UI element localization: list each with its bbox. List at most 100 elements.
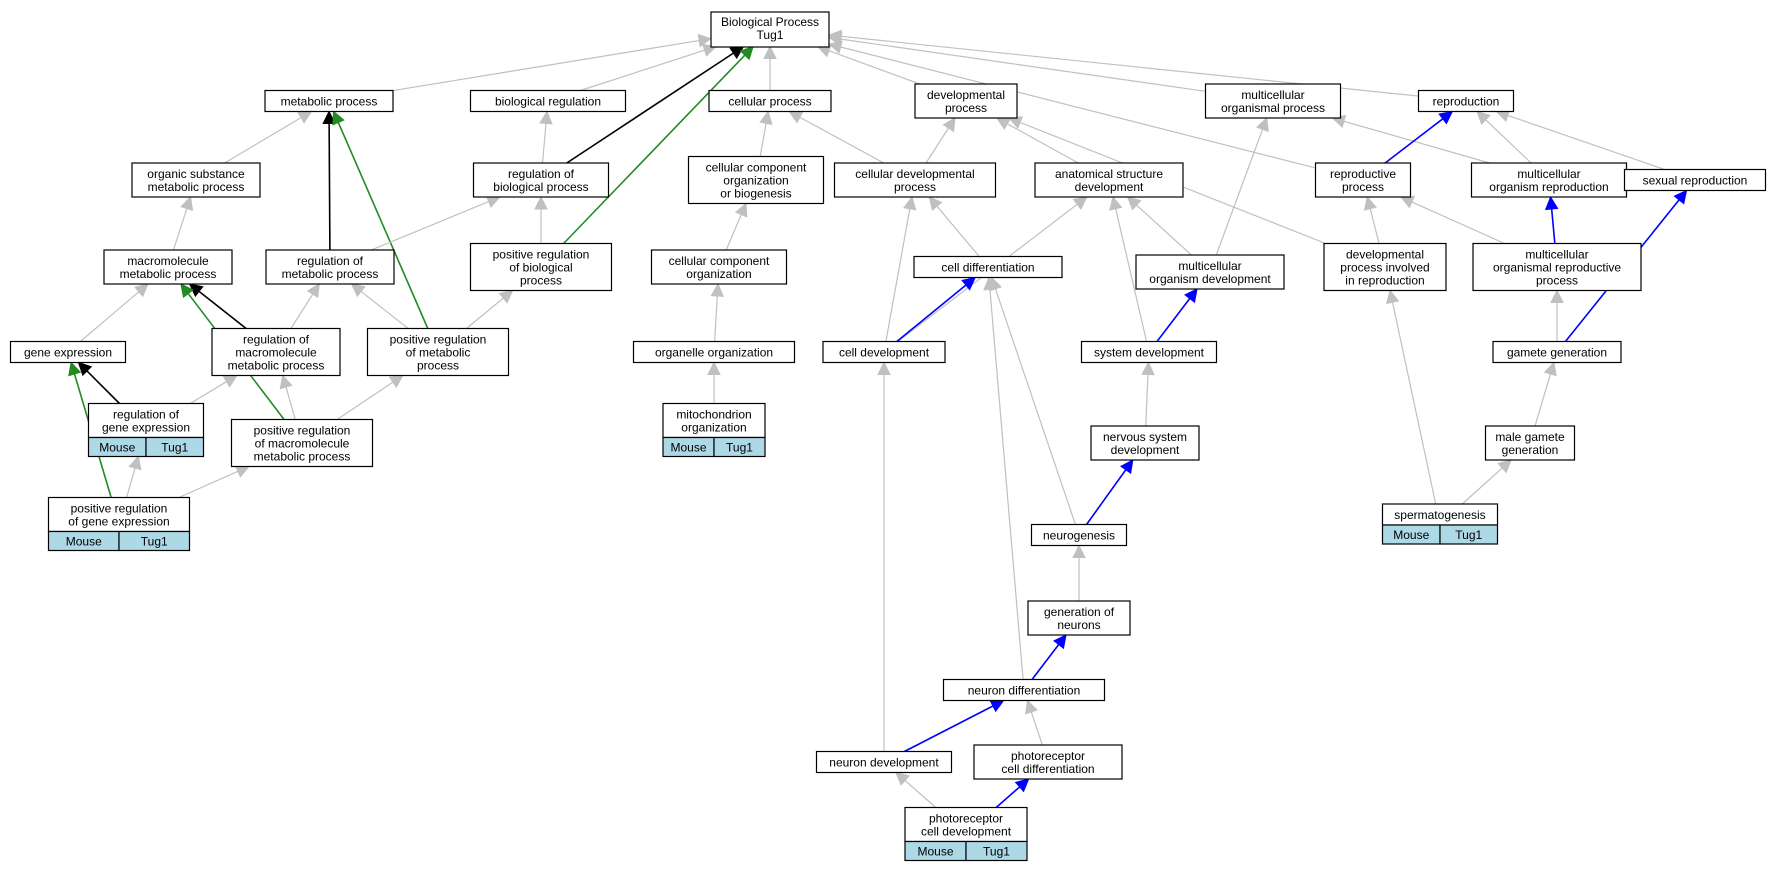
arrowhead <box>128 455 142 471</box>
node-neurdiff[interactable]: neuron differentiation <box>942 678 1106 702</box>
node-label: metabolic process <box>228 359 325 373</box>
edge-photodiff-to-neurdiff <box>1024 699 1043 746</box>
gene-cell <box>965 840 1028 862</box>
node-label: male gamete <box>1495 430 1565 444</box>
node-label: metabolic process <box>254 450 351 464</box>
node-box <box>833 162 997 198</box>
node-label: organism development <box>1149 272 1271 286</box>
node-label: cell development <box>839 346 930 360</box>
edge-genneur-to-neurogen <box>1072 544 1086 601</box>
node-biological-process-root[interactable]: Biological Process Tug1 <box>710 11 830 48</box>
node-box <box>1623 168 1767 192</box>
edge-multidev-to-anatdev <box>1126 196 1192 256</box>
node-label: process <box>894 180 936 194</box>
node-label: generation <box>1502 443 1559 457</box>
node-metabolic[interactable]: metabolic process <box>264 89 394 113</box>
node-box <box>9 340 127 364</box>
node-label: process <box>1342 180 1384 194</box>
node-gamete[interactable]: gamete generation <box>1492 340 1622 364</box>
edge-regbio-to-bioreg <box>539 110 553 164</box>
node-neurdev[interactable]: neuron development <box>815 750 953 774</box>
edge-neurdiff-to-celldiff <box>983 276 1024 680</box>
gene-label: Tug1 <box>726 441 753 455</box>
node-label: photoreceptor <box>929 812 1003 826</box>
node-label: metabolic process <box>282 267 379 281</box>
node-celldev[interactable]: cell development <box>822 340 946 364</box>
node-box <box>1135 254 1285 290</box>
node-label: generation of <box>1044 605 1115 619</box>
node-label: cellular developmental <box>855 167 974 181</box>
arrowhead <box>1053 634 1067 650</box>
node-orgorg[interactable]: organelle organization <box>632 340 796 364</box>
node-label: positive regulation <box>390 333 487 347</box>
node-label: sexual reproduction <box>1643 174 1748 188</box>
gene-label: Tug1 <box>983 845 1010 859</box>
node-label: gene expression <box>102 421 190 435</box>
node-label: metabolic process <box>148 180 245 194</box>
species-label: Mouse <box>917 845 953 859</box>
node-celldiff[interactable]: cell differentiation <box>913 255 1063 279</box>
node-label: neuron development <box>829 756 939 770</box>
species-label: Mouse <box>66 535 102 549</box>
arrowhead <box>1119 459 1134 475</box>
node-box <box>942 678 1106 702</box>
node-box <box>131 162 261 198</box>
node-geneexpr[interactable]: gene expression <box>9 340 127 364</box>
root-title: Biological Process <box>721 15 819 29</box>
species-label: Mouse <box>1393 528 1429 542</box>
node-label: regulation of <box>297 254 364 268</box>
node-label: cell development <box>921 825 1012 839</box>
edge-layer <box>68 29 1688 809</box>
edge-spermato-to-devrepro <box>1385 289 1437 505</box>
edge-devproc-to-root <box>816 44 920 85</box>
node-box <box>1034 162 1184 198</box>
edge-posregbio-to-regbio <box>534 195 548 244</box>
edge-nervdev-to-sysdev <box>1141 361 1155 427</box>
node-sexrepro[interactable]: sexual reproduction <box>1623 168 1767 192</box>
node-box <box>687 155 825 205</box>
node-neurogen[interactable]: neurogenesis <box>1030 523 1128 547</box>
edge-multireproproc-to-reprodproc <box>1399 195 1505 245</box>
node-box <box>662 402 766 439</box>
node-label: regulation of <box>113 408 180 422</box>
node-label: regulation of <box>508 167 575 181</box>
node-cellproc[interactable]: cellular process <box>708 89 832 113</box>
node-bioreg[interactable]: biological regulation <box>469 89 627 113</box>
node-sysdev[interactable]: system development <box>1080 340 1218 364</box>
node-label: organelle organization <box>655 346 773 360</box>
node-box <box>1090 425 1200 461</box>
arrowhead <box>350 283 366 298</box>
node-box <box>469 242 613 292</box>
node-repro[interactable]: reproduction <box>1417 89 1515 113</box>
node-box <box>1080 340 1218 364</box>
arrowhead <box>827 29 843 44</box>
